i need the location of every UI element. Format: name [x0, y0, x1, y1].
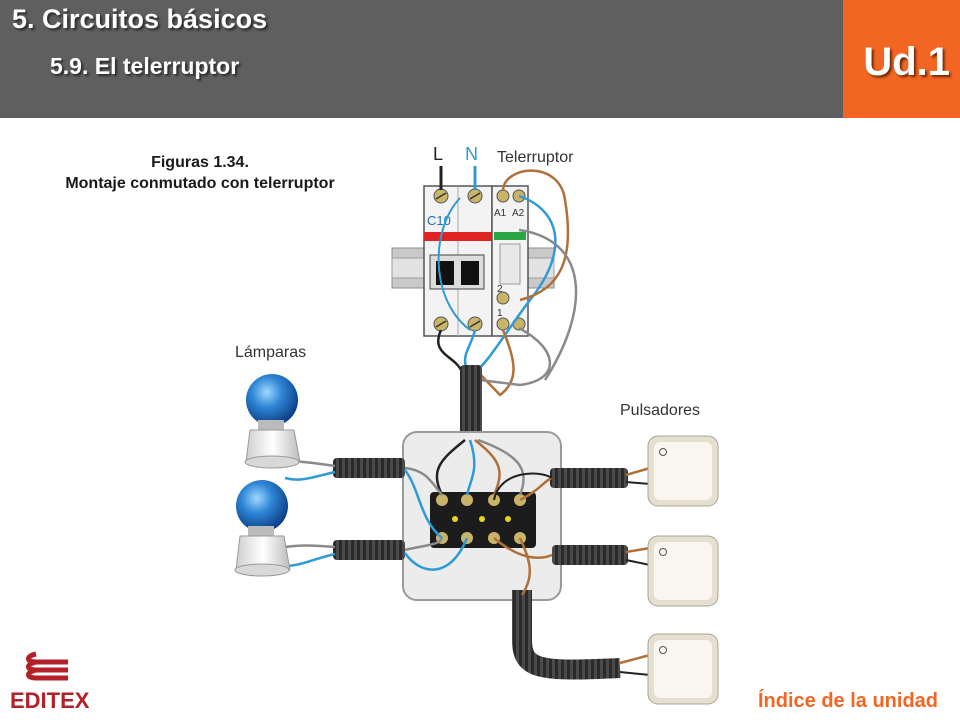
conduit-lamp-2	[333, 540, 405, 560]
unit-index-link[interactable]: Índice de la unidad	[757, 690, 938, 712]
pulsadores-label: Pulsadores	[620, 402, 700, 419]
editex-logo: EDITEX	[8, 650, 108, 717]
editex-logo-mark: EDITEX	[10, 651, 90, 713]
lamparas-label: Lámparas	[235, 344, 306, 361]
lamp-2	[234, 480, 291, 577]
push-button-3	[647, 633, 719, 705]
terminal-2-label: 2	[497, 284, 503, 295]
unit-badge-label: Ud.1	[863, 40, 950, 84]
lamp-1	[244, 374, 301, 469]
conduit-button-1	[550, 468, 628, 488]
figure-caption-title: Montaje conmutado con telerruptor	[65, 175, 335, 192]
conduit-button-2	[552, 545, 628, 565]
section-title: 5. Circuitos básicos	[12, 4, 268, 34]
conduit-button-3	[512, 590, 621, 680]
header-bar: 5. Circuitos básicos 5.9. El telerruptor	[0, 0, 843, 118]
breaker-c10	[423, 185, 493, 337]
section-subtitle: 5.9. El telerruptor	[50, 53, 240, 79]
a2-label: A2	[512, 208, 525, 219]
telerruptor-label: Telerruptor	[497, 149, 574, 166]
wiring-diagram: C10 A1 A2 2 1 L N Telerruptor Lámparas P…	[234, 144, 719, 705]
conduit-lamp-1	[333, 458, 405, 478]
figure-caption: Figuras 1.34. Montaje conmutado con tele…	[10, 152, 390, 194]
figure-caption-number: Figuras 1.34.	[151, 154, 249, 171]
a1-label: A1	[494, 208, 507, 219]
phase-label: L	[433, 144, 443, 164]
conduit-panel	[460, 365, 482, 445]
neutral-label: N	[465, 144, 478, 164]
terminal-1-label: 1	[497, 308, 503, 319]
push-button-1	[647, 435, 719, 507]
unit-badge: Ud.1	[843, 0, 960, 118]
editex-logo-text: EDITEX	[10, 688, 90, 712]
push-button-2	[647, 535, 719, 607]
